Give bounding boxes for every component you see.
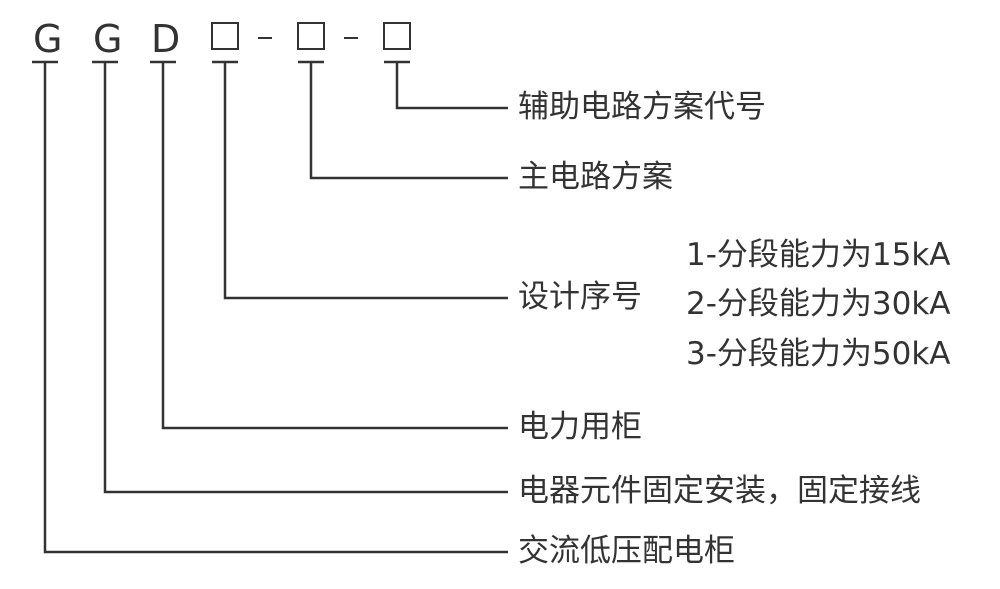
placeholder-box-aux-circuit: [383, 22, 411, 50]
label-ac-lv-cabinet: 交流低压配电柜: [518, 533, 735, 569]
design-option-3: 3-分段能力为50kA: [686, 336, 951, 372]
code-letter-g1: G: [33, 17, 63, 61]
code-separator-2: [344, 37, 358, 39]
placeholder-box-main-circuit: [297, 22, 325, 50]
label-power-cabinet: 电力用柜: [518, 409, 642, 445]
code-separator-1: [258, 37, 272, 39]
leader-power-cabinet: [161, 62, 508, 430]
leader-fixed-install: [103, 62, 508, 494]
leader-ac-lv-cabinet: [43, 62, 508, 554]
leader-design-no: [223, 62, 508, 300]
code-letter-g2: G: [93, 17, 123, 61]
code-letter-d: D: [151, 17, 181, 61]
label-design-no: 设计序号: [518, 279, 642, 315]
placeholder-box-design-no: [211, 22, 239, 50]
leader-aux-circuit: [395, 62, 508, 110]
leader-main-circuit: [309, 62, 508, 180]
design-option-1: 1-分段能力为15kA: [686, 237, 951, 273]
design-option-2: 2-分段能力为30kA: [686, 286, 951, 322]
label-aux-circuit: 辅助电路方案代号: [518, 89, 766, 125]
label-main-circuit: 主电路方案: [518, 159, 673, 195]
label-fixed-install: 电器元件固定安装，固定接线: [518, 473, 921, 509]
